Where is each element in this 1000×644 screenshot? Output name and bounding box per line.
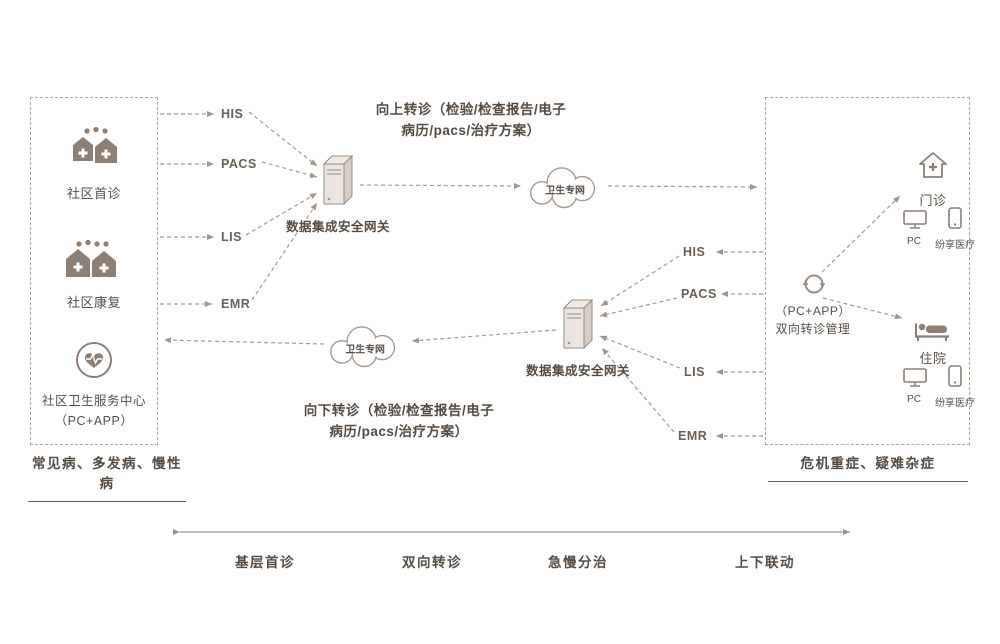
pc-monitor-icon [903,210,927,229]
upward-referral-line2: 病历/pacs/治疗方案） [401,123,541,138]
pacs-label-right: PACS [681,287,717,301]
axis-label-acute-chronic: 急慢分治 [548,555,608,570]
upward-referral-line1: 向上转诊（检验/检查报告/电子 [375,102,567,117]
emr-label-left: EMR [221,297,251,311]
lis-label-right: LIS [684,365,705,379]
outpatient-pc-label: PC [907,236,921,247]
gateway-label-left: 数据集成安全网关 [285,220,390,234]
community-rehab-label: 社区康复 [66,295,121,310]
community-first-visit-label: 社区首诊 [66,186,121,201]
community-first-visit-icon [73,127,117,163]
mobile-app-icon [948,365,962,387]
heart-circle-icon [76,342,112,378]
axis-label-primary-visit: 基层首诊 [235,555,295,570]
emr-label-right: EMR [678,429,708,443]
community-panel [30,97,158,445]
pc-monitor-icon [903,368,927,387]
his-label-right: HIS [683,245,706,259]
mobile-app-icon [948,207,962,229]
health-network-cloud-top: 卫生专网 [530,167,596,209]
health-network-cloud-bottom: 卫生专网 [330,326,396,368]
gateway-server-icon-left [322,154,354,206]
cloud-bottom-label: 卫生专网 [345,343,385,356]
upward-referral-text: 向上转诊（检验/检查报告/电子 病历/pacs/治疗方案） [340,99,602,141]
hospital-panel [765,97,970,445]
lis-label-left: LIS [221,230,242,244]
referral-mgmt-line1: （PC+APP） [775,304,851,318]
outpatient-label: 门诊 [919,193,947,208]
gateway-server-icon-right [562,298,594,350]
pacs-label-left: PACS [221,157,257,171]
downward-referral-text: 向下转诊（检验/检查报告/电子 病历/pacs/治疗方案） [268,400,530,442]
inpatient-app-label: 纷享医疗 [935,398,975,409]
referral-mgmt-line2: 双向转诊管理 [775,322,851,336]
left-caption: 常见病、多发病、慢性病 [28,452,186,502]
downward-referral-line1: 向下转诊（检验/检查报告/电子 [303,403,495,418]
inpatient-label: 住院 [919,351,947,366]
cloud-top-label: 卫生专网 [545,184,585,197]
axis-label-two-way-referral: 双向转诊 [402,555,462,570]
right-caption: 危机重症、疑难杂症 [768,452,968,482]
community-rehab-icon [66,239,116,277]
outpatient-app-label: 纷享医疗 [935,240,975,251]
outpatient-house-icon [919,152,947,178]
community-health-center-sub-label: （PC+APP） [54,414,134,428]
his-label-left: HIS [221,107,244,121]
inpatient-pc-label: PC [907,394,921,405]
axis-label-linkage: 上下联动 [735,555,795,570]
two-way-referral-icon [802,274,826,294]
community-health-center-label: 社区卫生服务中心 [41,394,146,408]
downward-referral-line2: 病历/pacs/治疗方案） [329,424,469,439]
inpatient-bed-icon [915,323,949,341]
gateway-label-right: 数据集成安全网关 [525,364,630,378]
